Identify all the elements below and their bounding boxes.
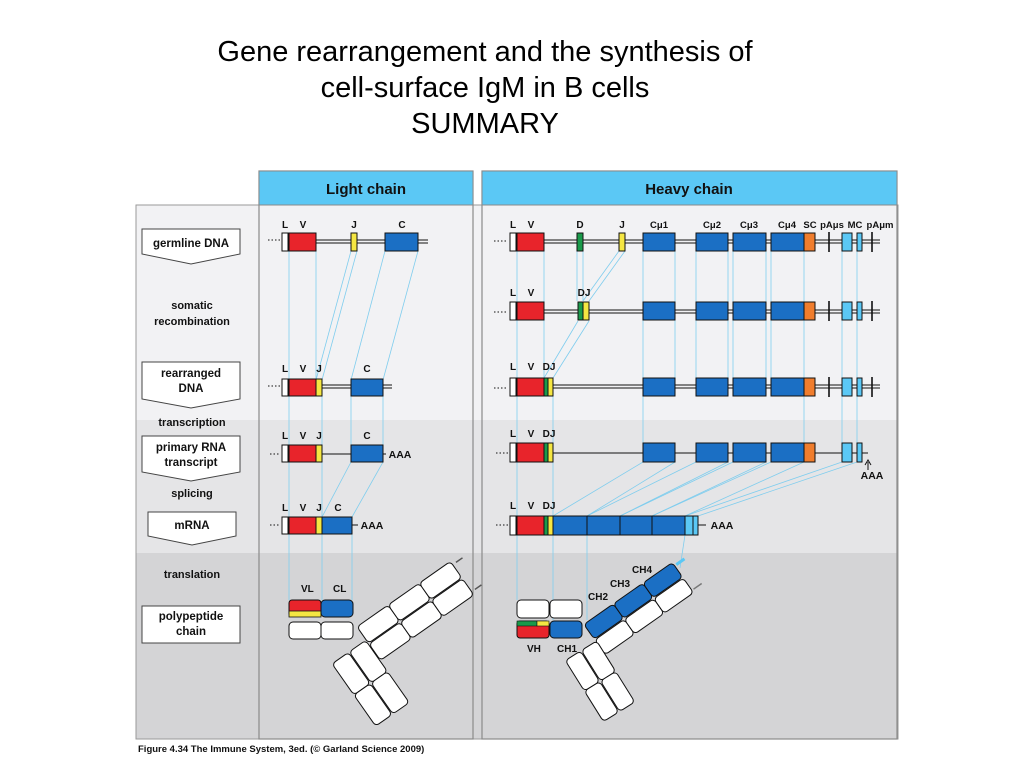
step-polypeptide-chain: polypeptide chain — [141, 605, 241, 644]
svg-text:chain: chain — [176, 626, 206, 638]
heavy-chain-connectors — [516, 250, 858, 620]
heavy-mrna: L V DJ AAA — [496, 501, 734, 536]
svg-text:transcript: transcript — [164, 457, 217, 469]
light-polypeptide: VL CL — [288, 557, 482, 726]
slide-title-line-3: SUMMARY — [411, 108, 559, 140]
svg-text:Cμ1: Cμ1 — [650, 220, 669, 231]
svg-text:polypeptide: polypeptide — [159, 611, 224, 623]
svg-text:CL: CL — [333, 584, 346, 595]
svg-text:V: V — [528, 288, 535, 299]
heavy-primary-rna: L V DJ AAA — [496, 429, 884, 482]
svg-text:V: V — [528, 429, 535, 440]
svg-text:C: C — [363, 364, 370, 375]
svg-text:primary RNA: primary RNA — [156, 442, 226, 454]
step-primary-rna-transcript: primary RNA transcript — [141, 435, 241, 482]
heavy-chain-header — [481, 170, 898, 206]
light-primary-rna: L V J C AAA — [270, 431, 412, 463]
svg-text:L: L — [510, 362, 516, 373]
heavy-germline-dna: L V D J Cμ1 Cμ2 Cμ3 Cμ4 SC pAμs MC pAμm — [494, 220, 893, 252]
heavy-chain-title: Heavy chain — [645, 181, 733, 198]
svg-text:somatic: somatic — [171, 300, 213, 312]
step-mrna: mRNA — [147, 511, 237, 546]
svg-text:L: L — [510, 220, 516, 231]
svg-text:pAμs: pAμs — [820, 220, 844, 231]
light-germline-dna: L V J C — [268, 220, 428, 252]
slide-title-line-2: cell-surface IgM in B cells — [320, 72, 650, 104]
step-rearranged-dna: rearranged DNA — [141, 361, 241, 409]
svg-text:MC: MC — [848, 220, 863, 231]
svg-text:AAA: AAA — [361, 520, 384, 532]
svg-text:L: L — [510, 429, 516, 440]
j-segment — [350, 232, 358, 252]
light-rearranged-dna: L V J C — [268, 364, 392, 397]
svg-text:J: J — [316, 503, 322, 514]
svg-text:mRNA: mRNA — [174, 520, 209, 532]
light-chain-connectors — [288, 250, 419, 600]
svg-text:pAμm: pAμm — [867, 220, 894, 231]
figure-caption: Figure 4.34 The Immune System, 3ed. (© G… — [138, 744, 424, 755]
v-segment — [288, 232, 317, 252]
heavy-polypeptide: VH CH1 CH2 CH3 CH4 — [516, 557, 703, 721]
svg-text:V: V — [300, 503, 307, 514]
svg-text:L: L — [282, 503, 288, 514]
svg-text:AAA: AAA — [861, 470, 884, 482]
svg-text:CH1: CH1 — [557, 644, 577, 655]
slide-title: Gene rearrangement and the synthesis of … — [120, 34, 850, 142]
svg-text:AAA: AAA — [389, 449, 412, 461]
heavy-dj-joined-dna: L V DJ — [494, 288, 880, 321]
light-mrna: L V J C AAA — [270, 503, 384, 535]
svg-text:V: V — [528, 220, 535, 231]
svg-text:J: J — [316, 431, 322, 442]
svg-text:J: J — [619, 220, 625, 231]
svg-text:DJ: DJ — [578, 288, 591, 299]
svg-text:Cμ3: Cμ3 — [740, 220, 758, 231]
svg-text:C: C — [334, 503, 341, 514]
svg-text:V: V — [300, 220, 307, 231]
svg-text:J: J — [351, 220, 357, 231]
svg-text:VH: VH — [527, 644, 541, 655]
light-chain-header — [258, 170, 474, 206]
heavy-rearranged-dna: L V DJ — [494, 362, 880, 397]
svg-text:L: L — [510, 501, 516, 512]
svg-text:V: V — [528, 501, 535, 512]
svg-text:VL: VL — [301, 584, 314, 595]
step-transcription: transcription — [158, 417, 226, 429]
step-splicing: splicing — [171, 488, 213, 500]
leader-segment — [281, 232, 289, 252]
c-segment — [384, 232, 419, 252]
svg-text:L: L — [510, 288, 516, 299]
svg-text:DNA: DNA — [179, 383, 204, 395]
svg-text:J: J — [316, 364, 322, 375]
svg-text:DJ: DJ — [543, 501, 556, 512]
svg-text:DJ: DJ — [543, 429, 556, 440]
light-chain-title: Light chain — [326, 181, 406, 198]
svg-text:CH3: CH3 — [610, 579, 630, 590]
step-germline-dna: germline DNA — [141, 228, 241, 265]
svg-text:CH2: CH2 — [588, 592, 608, 603]
svg-text:DJ: DJ — [543, 362, 556, 373]
svg-text:C: C — [398, 220, 405, 231]
svg-text:Cμ4: Cμ4 — [778, 220, 797, 231]
svg-text:CH4: CH4 — [632, 565, 652, 576]
svg-text:L: L — [282, 364, 288, 375]
svg-text:L: L — [282, 220, 288, 231]
svg-text:V: V — [300, 431, 307, 442]
step-translation: translation — [164, 569, 221, 581]
svg-text:rearranged: rearranged — [161, 368, 221, 380]
slide-title-line-1: Gene rearrangement and the synthesis of — [217, 36, 753, 68]
svg-text:L: L — [282, 431, 288, 442]
svg-text:D: D — [576, 220, 583, 231]
svg-text:V: V — [528, 362, 535, 373]
svg-text:SC: SC — [803, 220, 816, 231]
step-germline-dna-label: germline DNA — [153, 238, 229, 250]
svg-text:C: C — [363, 431, 370, 442]
svg-text:V: V — [300, 364, 307, 375]
svg-text:AAA: AAA — [711, 520, 734, 532]
svg-text:recombination: recombination — [154, 316, 230, 328]
step-somatic-recombination: somatic recombination — [154, 300, 230, 328]
svg-text:Cμ2: Cμ2 — [703, 220, 721, 231]
